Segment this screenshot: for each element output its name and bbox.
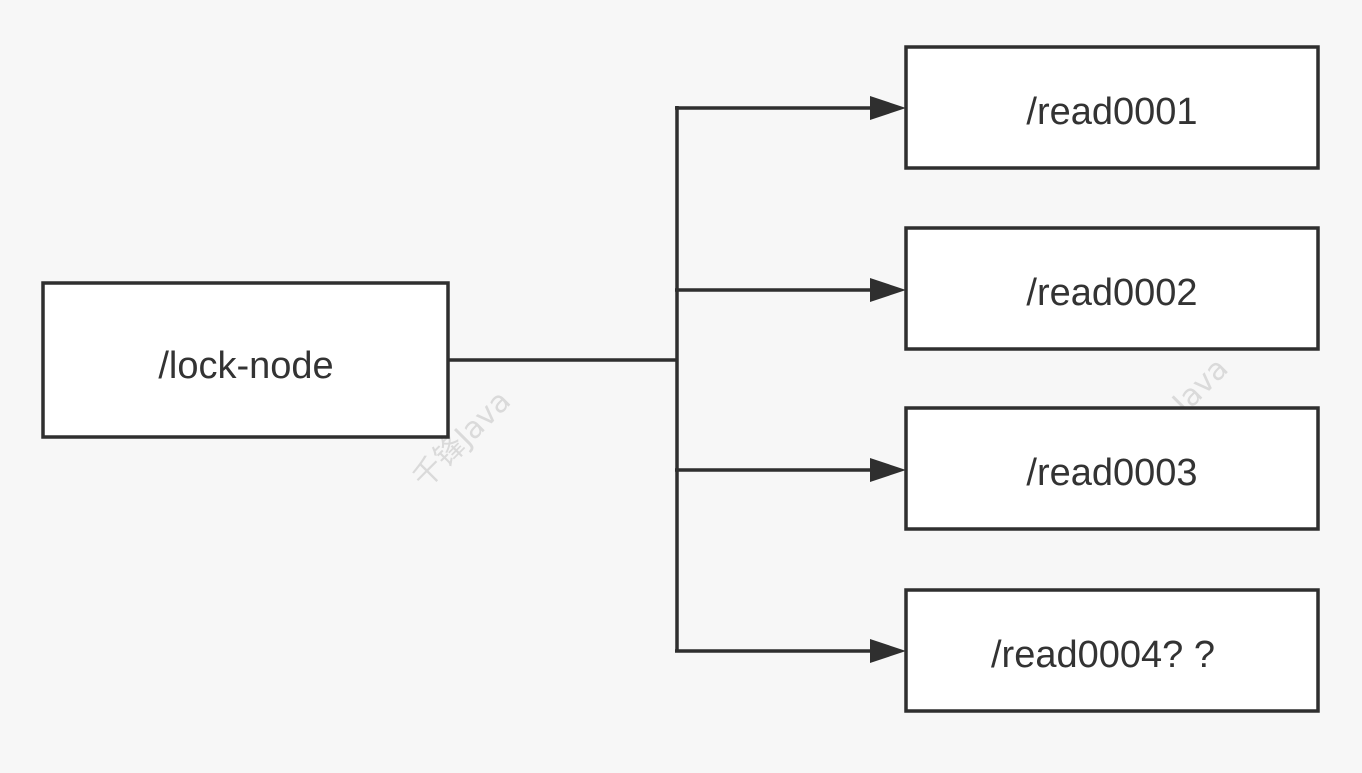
node-read0001-label: /read0001 — [1026, 91, 1197, 133]
node-lock-node-label: /lock-node — [158, 345, 333, 387]
node-read0001[interactable]: /read0001 — [904, 45, 1320, 170]
node-lock-node[interactable]: /lock-node — [41, 281, 450, 439]
node-read0002[interactable]: /read0002 — [904, 226, 1320, 351]
connectors — [448, 96, 906, 663]
arrow-head-4 — [870, 639, 906, 663]
node-read0004-box — [904, 588, 1320, 713]
node-read0002-label: /read0002 — [1026, 272, 1197, 314]
node-read0003-label: /read0003 — [1026, 452, 1197, 494]
arrow-head-3 — [870, 458, 906, 482]
node-lock-node-box — [41, 281, 450, 439]
node-read0003-box — [904, 406, 1320, 531]
arrow-head-2 — [870, 278, 906, 302]
node-read0002-box — [904, 226, 1320, 351]
node-read0003[interactable]: /read0003 — [904, 406, 1320, 531]
arrow-head-1 — [870, 96, 906, 120]
node-read0004-label: /read0004? ? — [991, 634, 1215, 676]
node-read0001-box — [904, 45, 1320, 170]
node-read0004[interactable]: /read0004? ? — [904, 588, 1320, 713]
